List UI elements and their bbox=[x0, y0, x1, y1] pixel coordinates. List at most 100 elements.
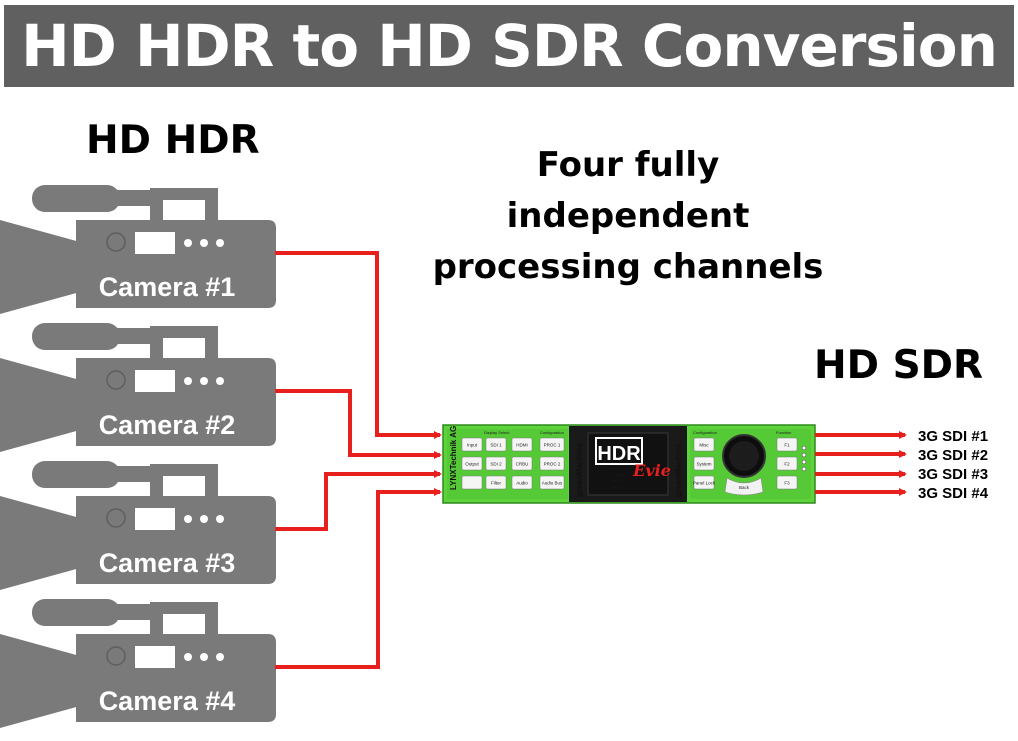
tagline-2: video bbox=[613, 472, 623, 477]
camera-dot bbox=[184, 239, 192, 247]
hdr-logo: HDR bbox=[597, 443, 641, 465]
output-label-1: 3G SDI #1 bbox=[918, 428, 988, 445]
config-button-label: System bbox=[696, 462, 711, 467]
camera-body bbox=[76, 220, 276, 308]
device-button-label: HDMI bbox=[516, 443, 528, 448]
group-label-configuration-right: Configuration bbox=[693, 430, 717, 435]
back-button[interactable]: Back bbox=[724, 477, 764, 496]
camera-window bbox=[135, 232, 175, 254]
navigation-knob[interactable] bbox=[722, 434, 766, 478]
camera-body bbox=[76, 496, 276, 584]
camera-label-1: Camera #1 bbox=[99, 272, 236, 302]
camera-microphone bbox=[32, 185, 120, 212]
config-button-label: Panel Lock bbox=[693, 481, 716, 486]
device-button-label: CRBU bbox=[516, 462, 529, 467]
device-button[interactable]: Output bbox=[461, 456, 483, 471]
camera-lens bbox=[0, 220, 80, 314]
tagline-1: enhanced bbox=[609, 466, 627, 471]
evie-script: Evie bbox=[632, 461, 671, 480]
device-button-label: PROC 1 bbox=[544, 443, 561, 448]
camera-window bbox=[135, 646, 175, 668]
camera-2: Camera #2 bbox=[0, 323, 276, 452]
camera-dot bbox=[184, 515, 192, 523]
camera-dot bbox=[216, 653, 224, 661]
camera-knob bbox=[106, 508, 126, 528]
camera-3: Camera #3 bbox=[0, 461, 276, 590]
status-leds bbox=[801, 445, 807, 472]
function-button-label: F1 bbox=[784, 443, 790, 448]
camera-handle-gap bbox=[163, 614, 205, 636]
device-button[interactable]: HDMI bbox=[511, 437, 533, 452]
camera-knob bbox=[106, 646, 126, 666]
camera-label-4: Camera #4 bbox=[99, 686, 236, 716]
camera-window bbox=[135, 508, 175, 530]
config-button[interactable]: Panel Lock bbox=[693, 475, 716, 490]
camera-lens bbox=[0, 496, 80, 590]
device-button[interactable]: PROC 2 bbox=[539, 456, 565, 471]
camera-dot bbox=[216, 515, 224, 523]
device-button[interactable]: PROC 1 bbox=[539, 437, 565, 452]
device-button-label: Audio Bus bbox=[542, 481, 563, 486]
camera-4: Camera #4 bbox=[0, 599, 276, 728]
camera-dot bbox=[184, 377, 192, 385]
camera-handle-gap bbox=[163, 476, 205, 498]
device-button[interactable]: Audio bbox=[511, 475, 533, 490]
signal-line-1 bbox=[275, 251, 442, 439]
camera-dot bbox=[200, 239, 208, 247]
group-label-function: Function bbox=[776, 430, 791, 435]
device-button-label: SDI 1 bbox=[490, 443, 502, 448]
config-button[interactable]: Misc bbox=[693, 437, 715, 452]
device-button-label: Filter bbox=[491, 481, 502, 486]
camera-dot bbox=[200, 515, 208, 523]
device-button[interactable]: Audio Bus bbox=[539, 475, 565, 490]
left-button-grid: Input SDI 1 HDMI PROC 1 Output SDI 2 CRBU PROC … bbox=[461, 437, 565, 490]
camera-dot bbox=[184, 653, 192, 661]
device-button[interactable]: Input bbox=[461, 437, 483, 452]
function-button[interactable]: F2 bbox=[776, 456, 798, 471]
brand-left: LYNXTechnik AG bbox=[449, 426, 458, 490]
camera-group: Camera #1 Camera #2 Camera #3 Camera #4 bbox=[0, 185, 276, 728]
device-button-label: Input bbox=[467, 443, 478, 448]
signal-line-4 bbox=[275, 488, 442, 669]
output-label-3: 3G SDI #3 bbox=[918, 466, 988, 483]
camera-label-3: Camera #3 bbox=[99, 548, 236, 578]
camera-handle-gap bbox=[163, 338, 205, 360]
title-bar: HD HDR to HD SDR Conversion bbox=[4, 5, 1014, 87]
camera-knob bbox=[106, 370, 126, 390]
output-label-4: 3G SDI #4 bbox=[918, 485, 989, 502]
device-button[interactable]: SDI 1 bbox=[485, 437, 507, 452]
input-signal-lines bbox=[275, 251, 442, 669]
camera-1: Camera #1 bbox=[0, 185, 276, 314]
device-button[interactable]: SDI 2 bbox=[485, 456, 507, 471]
camera-dot bbox=[200, 653, 208, 661]
device-button-label: Output bbox=[465, 462, 479, 467]
caption-line-2: independent bbox=[506, 196, 750, 236]
group-label-display-select: Display Select bbox=[484, 430, 510, 435]
camera-handle-gap bbox=[163, 200, 205, 222]
camera-dot bbox=[216, 377, 224, 385]
tagline-4: engine bbox=[612, 484, 625, 489]
camera-knob bbox=[106, 232, 126, 252]
config-button[interactable]: System bbox=[693, 456, 715, 471]
camera-microphone bbox=[32, 323, 120, 350]
camera-dot bbox=[200, 377, 208, 385]
hdr-logo-box bbox=[595, 437, 643, 465]
group-label-configuration-left: Configuration bbox=[540, 430, 564, 435]
brand-machine-left: greenMachine bbox=[575, 443, 584, 497]
function-button[interactable]: F1 bbox=[776, 437, 798, 452]
device-button[interactable] bbox=[461, 475, 483, 490]
caption-line-3: processing channels bbox=[432, 247, 824, 287]
tagline-3: image bbox=[613, 478, 625, 483]
input-heading: HD HDR bbox=[86, 118, 260, 163]
device-button[interactable]: Filter bbox=[485, 475, 507, 490]
signal-line-2 bbox=[275, 389, 442, 459]
function-button[interactable]: F3 bbox=[776, 475, 798, 490]
output-label-2: 3G SDI #2 bbox=[918, 447, 988, 464]
output-heading: HD SDR bbox=[814, 343, 984, 388]
caption: Four fully independent processing channe… bbox=[430, 140, 826, 293]
device-button-label: PROC 2 bbox=[544, 462, 561, 467]
device-button[interactable]: CRBU bbox=[511, 456, 533, 471]
